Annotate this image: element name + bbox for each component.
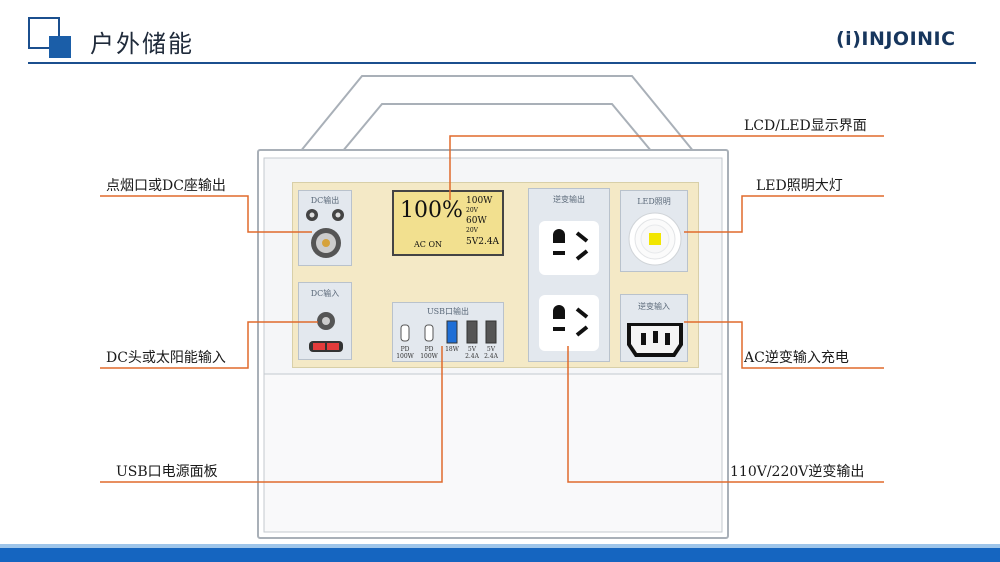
lcd-ac-status: AC ON: [414, 240, 442, 249]
ac-outlet-top: [539, 221, 599, 275]
brand-logo: (i)INJOINIC: [836, 28, 956, 50]
callout-line-ac-input: [684, 321, 884, 369]
dc-input-label: DC输入: [310, 289, 340, 298]
callout-usb-panel: USB口电源面板: [116, 464, 218, 480]
callout-dc-output: 点烟口或DC座输出: [106, 178, 226, 194]
header-logo-square-filled: [49, 36, 71, 58]
dc-output-label: DC输出: [310, 196, 340, 205]
callout-line-usb-panel: [100, 346, 443, 483]
ac-outlet-bottom: [539, 295, 599, 351]
dc-output-module: DC输出: [298, 190, 352, 266]
inverter-input-label: 逆变输入: [638, 302, 670, 311]
lcd-row2-watts: 60W: [466, 216, 487, 226]
inverter-input-module: 逆变输入: [620, 294, 688, 362]
callout-line-led: [684, 195, 884, 233]
callout-ac-output: 110V/220V逆变输出: [730, 464, 865, 480]
callout-line-dc-input: [100, 321, 318, 369]
callout-ac-input: AC逆变输入充电: [744, 350, 849, 366]
footer-bar: [0, 548, 1000, 562]
dc-input-ports-icon: [309, 312, 343, 352]
callout-dc-input: DC头或太阳能输入: [106, 350, 226, 366]
callout-led-light: LED照明大灯: [756, 178, 843, 194]
callout-lcd: LCD/LED显示界面: [744, 118, 867, 134]
iec-inlet-icon: [627, 323, 683, 357]
ac-socket-icon: [553, 305, 589, 337]
inverter-output-label: 逆变输出: [553, 195, 585, 204]
led-lamp-icon: [628, 212, 682, 266]
dc-input-module: DC输入: [298, 282, 352, 360]
page-title: 户外储能: [90, 30, 194, 58]
ac-socket-icon: [553, 229, 589, 261]
lcd-row2-volts: 20V: [466, 227, 478, 234]
usb-port-3-label: 18W: [445, 346, 459, 353]
callout-line-ac-output: [567, 346, 884, 483]
dc-output-ports-icon: [306, 209, 344, 258]
lcd-row1-volts: 20V: [466, 207, 478, 214]
usb-output-label: USB口输出: [426, 307, 470, 316]
led-light-label: LED照明: [637, 197, 671, 206]
inverter-output-module: 逆变输出: [528, 188, 610, 362]
lcd-battery-percent: 100%: [400, 198, 463, 223]
header-logo-square-outline: [28, 17, 60, 49]
header-divider: [28, 62, 976, 64]
callout-line-dc-output: [100, 195, 312, 233]
usb-ports-icon: [400, 320, 497, 344]
footer-accent-light: [0, 544, 1000, 548]
lcd-row1-watts: 100W: [466, 196, 493, 206]
callout-line-lcd: [449, 135, 884, 200]
lcd-display: 100% 100W 20V 60W 20V AC ON 5V2.4A: [392, 190, 504, 256]
lcd-usb-status: 5V2.4A: [466, 237, 500, 247]
led-light-module: LED照明: [620, 190, 688, 272]
